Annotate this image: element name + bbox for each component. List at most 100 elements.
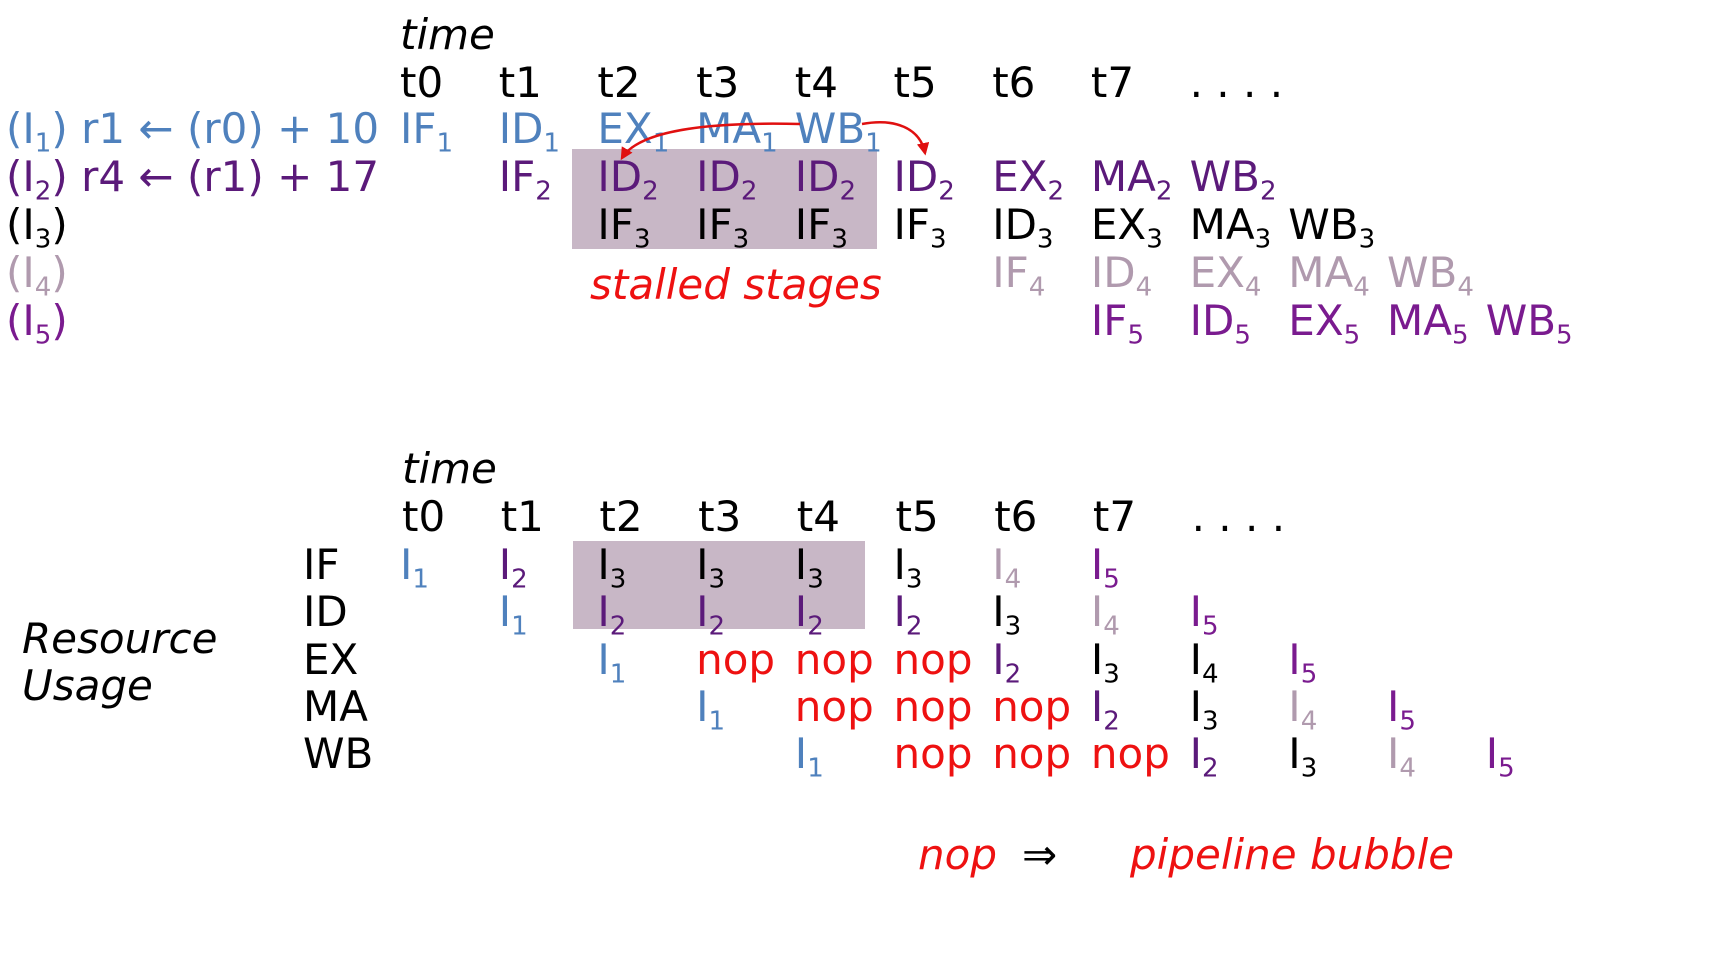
bottom-time-tick: . . . . [1191,492,1286,541]
resource-usage-cell: I3 [992,587,1022,642]
resource-usage-cell: I3 [794,540,824,595]
resource-usage-cell: I2 [1090,682,1120,737]
resource-label: WB [303,729,374,778]
footer-nop: nop [918,830,997,879]
stall-label: stalled stages [590,260,882,309]
pipeline-stage-cell: ID1 [498,104,560,159]
resource-usage-cell: I1 [400,540,429,595]
pipeline-stage-cell: IF3 [597,200,651,255]
resource-usage-cell: I1 [696,682,726,737]
pipeline-stage-cell: WB3 [1288,200,1376,255]
resource-usage-cell: I4 [1288,682,1318,737]
pipeline-stage-cell: IF3 [794,200,848,255]
resource-usage-cell: I2 [794,587,824,642]
wb-to-id-arrow-right [861,121,930,156]
resource-usage-cell: I5 [1090,540,1120,595]
nop-cell: nop [893,682,973,731]
top-time-tick: t0 [400,58,444,107]
footer-pipeline-bubble: pipeline bubble [1130,830,1455,879]
top-time-tick: t6 [992,58,1036,107]
resource-label: MA [303,682,368,731]
nop-cell: nop [893,729,973,778]
pipeline-stage-cell: EX3 [1090,200,1163,255]
nop-cell: nop [992,729,1072,778]
resource-usage-cell: I3 [893,540,923,595]
pipeline-stage-cell: MA2 [1090,152,1173,207]
pipeline-stage-cell: ID2 [893,152,955,207]
resource-usage-cell: I2 [696,587,726,642]
pipeline-stage-cell: ID3 [992,200,1054,255]
resource-usage-cell: I2 [597,587,627,642]
bottom-time-label: time [402,444,497,493]
pipeline-stage-cell: MA1 [696,104,778,159]
pipeline-stage-cell: ID2 [696,152,758,207]
pipeline-stage-cell: EX2 [992,152,1065,207]
nop-cell: nop [893,635,973,684]
resource-usage-label-line1: Resource [22,614,218,663]
top-time-tick: t2 [597,58,641,107]
top-time-tick: . . . . [1189,58,1284,107]
pipeline-stage-cell: WB4 [1387,248,1474,303]
instruction-row: (I4) [6,248,68,303]
pipeline-stage-cell: WB1 [794,104,882,159]
bottom-time-tick: t7 [1092,492,1137,541]
pipeline-stage-cell: IF3 [893,200,947,255]
resource-usage-cell: I1 [498,587,528,642]
resource-usage-cell: I5 [1387,682,1416,737]
instruction-row: (I1) r1 ← (r0) + 10 [6,104,380,159]
resource-usage-cell: I3 [696,540,726,595]
pipeline-stage-cell: MA4 [1288,248,1370,303]
pipeline-stage-cell: ID5 [1189,296,1251,351]
resource-usage-cell: I2 [992,635,1022,690]
resource-usage-cell: I3 [597,540,627,595]
resource-usage-cell: I4 [1189,635,1219,690]
nop-cell: nop [794,635,874,684]
stall-highlight [572,149,877,249]
bottom-time-tick: t5 [895,492,939,541]
resource-usage-cell: I3 [1288,729,1318,784]
resource-usage-cell: I4 [1090,587,1120,642]
nop-cell: nop [1090,729,1170,778]
bottom-time-tick: t1 [500,492,544,541]
pipeline-stage-cell: WB2 [1189,152,1277,207]
pipeline-stage-cell: ID2 [794,152,857,207]
pipeline-stage-cell: ID4 [1090,248,1153,303]
nop-cell: nop [696,635,776,684]
instruction-row: (I3) [6,200,68,255]
pipeline-stage-cell: IF5 [1090,296,1144,351]
top-time-tick: t7 [1090,58,1135,107]
bottom-time-tick: t0 [402,492,446,541]
instruction-row: (I2) r4 ← (r1) + 17 [6,152,380,207]
implies-arrow: ⇒ [1022,830,1058,879]
resource-usage-cell: I5 [1189,587,1219,642]
pipeline-stage-cell: EX5 [1288,296,1361,351]
resource-label: IF [303,540,340,589]
resource-usage-cell: I3 [1189,682,1219,737]
pipeline-stage-cell: MA5 [1387,296,1469,351]
resource-usage-cell: I2 [893,587,923,642]
instruction-row: (I5) [6,296,68,351]
resource-usage-label-line2: Usage [22,661,153,710]
top-time-label: time [400,10,495,59]
nop-cell: nop [794,682,874,731]
top-time-tick: t1 [498,58,542,107]
resource-usage-cell: I1 [597,635,627,690]
resource-usage-cell: I3 [1090,635,1120,690]
resource-usage-cell: I2 [1189,729,1219,784]
resource-label: EX [303,635,359,684]
pipeline-stage-cell: IF1 [400,104,454,159]
nop-cell: nop [992,682,1072,731]
resource-usage-cell: I2 [498,540,528,595]
resource-usage-cell: I5 [1485,729,1515,784]
resource-usage-cell: I5 [1288,635,1318,690]
pipeline-stage-cell: MA3 [1189,200,1272,255]
bottom-time-tick: t6 [994,492,1038,541]
top-time-tick: t4 [794,58,838,107]
pipeline-stage-cell: WB5 [1485,296,1573,351]
pipeline-stage-cell: IF3 [696,200,750,255]
pipeline-stage-cell: IF2 [498,152,552,207]
resource-label: ID [303,587,348,636]
bottom-time-tick: t3 [698,492,742,541]
